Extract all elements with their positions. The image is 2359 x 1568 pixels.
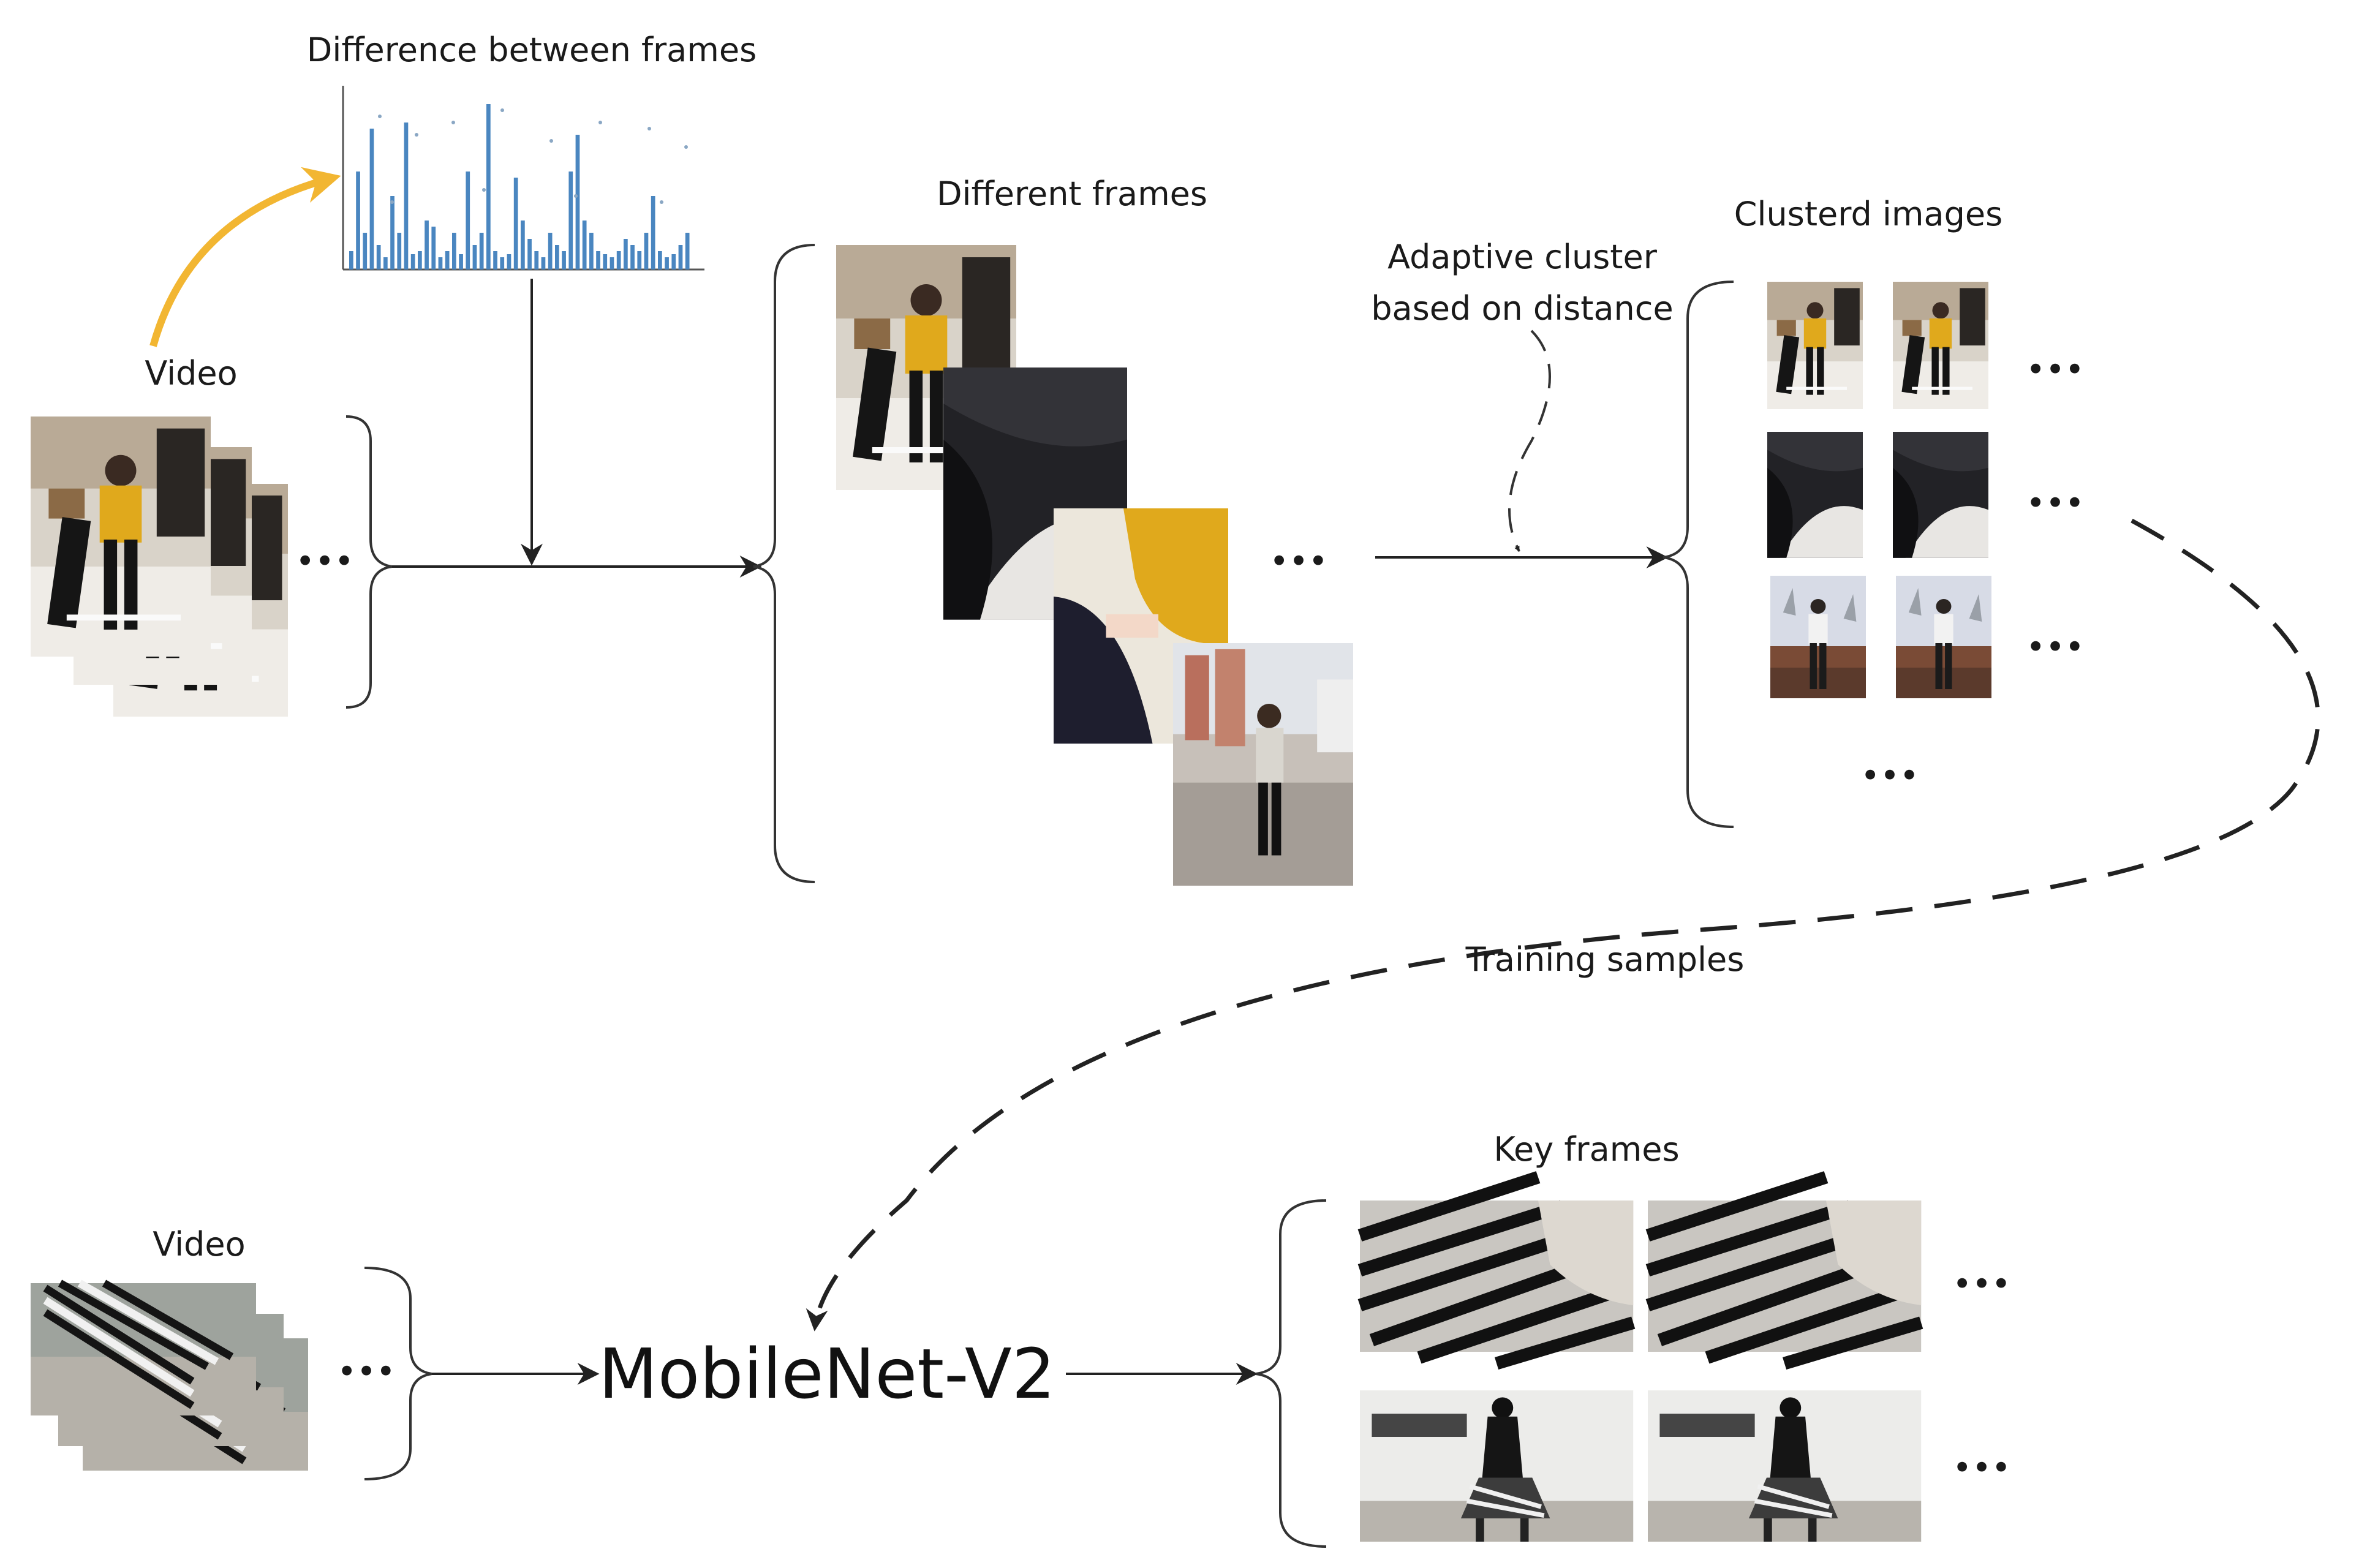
histogram-bar [418,251,422,270]
training-samples-label: Training samples [1465,940,1745,979]
histogram-bar [466,172,470,270]
histogram-bar [404,123,409,270]
ellipsis-cluster-more: ••• [1860,756,1919,795]
histogram-bar [445,251,450,270]
histogram-bar [589,233,594,270]
histogram-bar [651,196,655,270]
histogram-bar [665,257,669,270]
ellipsis-cluster-row1: ••• [2026,350,2085,389]
ellipsis-video-top: ••• [295,542,354,581]
ellipsis-different-frames: ••• [1269,542,1328,581]
histogram-bar [534,251,539,270]
histogram-bar [363,233,368,270]
key-frames-grid [1360,1177,1921,1542]
ellipsis-key-frames-row2: ••• [1952,1449,2011,1487]
ellipsis-key-frames-row1: ••• [1952,1265,2011,1303]
clustered-images-grid [1767,282,1991,698]
histogram-bar [459,254,463,270]
histogram-bar [390,196,394,270]
histogram-bar [486,104,491,270]
histogram-bar [555,245,559,270]
adaptive-cluster-pointer [1508,330,1551,552]
histogram-bar [548,233,553,270]
histogram-bar [644,233,649,270]
histogram-bar [610,257,614,270]
histogram-bar [452,233,456,270]
ellipsis-cluster-row2: ••• [2026,484,2085,522]
histogram-bar [349,251,353,270]
difference-histogram-icon [342,86,704,271]
adaptive-cluster-label-line1: Adaptive cluster [1387,238,1658,276]
ellipsis-video-bottom: ••• [337,1352,396,1391]
histogram-bar [397,233,402,270]
histogram-bar [678,245,683,270]
histogram-bar [513,178,518,270]
histogram-bar [596,251,600,270]
histogram-bar [624,239,628,270]
histogram-bar [603,254,608,270]
histogram-bar [410,254,415,270]
histogram-bar [438,257,443,270]
histogram-bar [616,251,621,270]
histogram-bar [630,245,635,270]
difference-between-frames-label: Difference between frames [307,31,757,69]
histogram-bar [472,245,477,270]
histogram-bar [356,172,360,270]
histogram-bar [431,227,436,270]
histogram-bar [527,239,532,270]
brace-different-frames [753,244,815,883]
histogram-bar [562,251,566,270]
clusterd-images-label: Clusterd images [1734,195,2003,233]
brace-key-frames [1255,1199,1327,1548]
training-samples-dashed-arrow [806,518,2320,1332]
histogram-bar [507,254,511,270]
video-label-bottom: Video [153,1225,245,1264]
histogram-bar [521,221,525,270]
histogram-bar [541,257,546,270]
histogram-bar [582,221,587,270]
brace-clustered-images [1663,281,1734,828]
histogram-bar [658,251,662,270]
histogram-bar [637,251,642,270]
histogram-bar [493,251,497,270]
histogram-bar [568,172,573,270]
different-frames-label: Different frames [937,175,1207,213]
video-label-top: Video [145,354,237,393]
key-frames-label: Key frames [1493,1130,1679,1169]
histogram-bar [671,254,676,270]
ellipsis-cluster-row3: ••• [2026,628,2085,666]
histogram-bar [479,233,484,270]
histogram-bar [425,221,429,270]
adaptive-cluster-label-line2: based on distance [1371,289,1673,328]
histogram-bar [685,233,690,270]
video-frame-stack-top [31,417,288,717]
histogram-bar [383,257,388,270]
histogram-bar [575,135,580,270]
mobilenet-v2-label: MobileNet-V2 [598,1335,1055,1414]
histogram-bar [369,129,374,270]
histogram-bar [500,257,505,270]
histogram-bar [376,245,381,270]
video-frame-stack-bottom [31,1283,308,1471]
video-to-histogram-arrow [149,167,341,347]
